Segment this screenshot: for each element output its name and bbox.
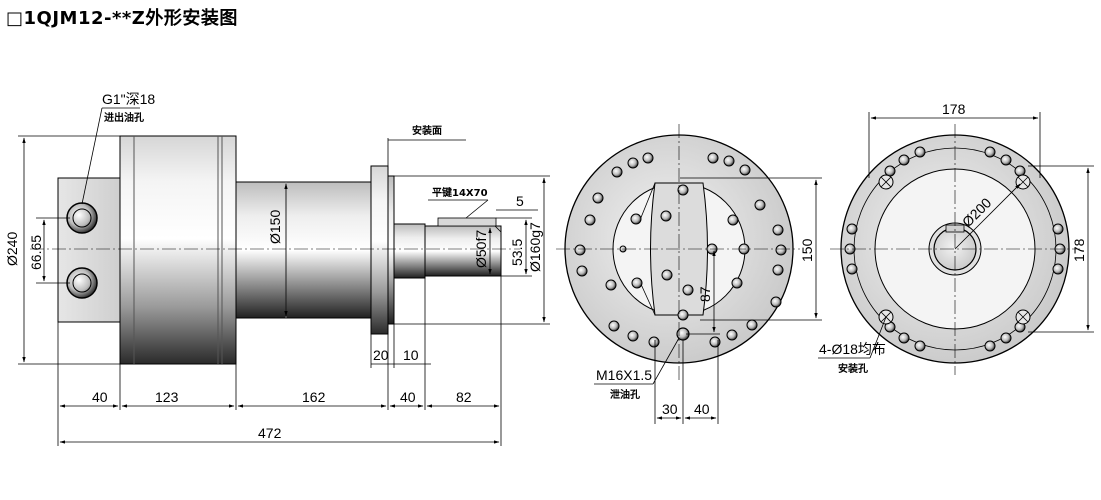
port-hole-lower	[66, 267, 98, 299]
dim-key-width: 5	[516, 193, 524, 209]
spigot	[387, 175, 395, 325]
side-view: Ø240 66.65 G1"深18 进出油孔 Ø150 安装面 平键14X70 …	[4, 91, 550, 446]
port-block	[57, 177, 121, 323]
mounting-holes-note: 4-Ø18均布	[819, 341, 886, 357]
dim-overall-len: 472	[258, 425, 282, 441]
port-label: 进出油孔	[104, 111, 144, 124]
drain-thread-note: M16X1.5	[596, 367, 652, 383]
dim-shaft-dia: Ø50f7	[473, 230, 489, 268]
rear-bolt-holes	[574, 152, 787, 348]
dim-key-height: 53.5	[509, 239, 525, 266]
front-bolt-holes	[844, 146, 1066, 352]
front-view: Ø200 178 178 4-Ø18均布 安装孔	[818, 101, 1094, 375]
dim-port-spacing: 66.65	[28, 235, 44, 270]
key-label: 平键14X70	[432, 186, 488, 199]
dim-rear-height: 150	[799, 238, 815, 262]
dim-overall-dia: Ø240	[4, 232, 20, 266]
motor-housing	[119, 135, 237, 365]
output-shaft	[393, 223, 426, 279]
dim-flange-thk: 20	[373, 347, 389, 363]
dim-len-a: 40	[92, 389, 108, 405]
dim-len-d: 40	[400, 389, 416, 405]
drain-label: 泄油孔	[610, 388, 640, 401]
dim-rear-offset-h1: 30	[662, 401, 678, 417]
mounting-flange	[370, 165, 389, 335]
drawing-title: □1QJM12-**Z外形安装图	[6, 8, 238, 29]
motor-body	[235, 181, 372, 319]
dim-front-width: 178	[942, 101, 966, 117]
dim-front-height: 178	[1071, 238, 1087, 262]
shaft-key	[437, 217, 497, 227]
dim-spigot-len: 10	[403, 347, 419, 363]
port-thread-note: G1"深18	[102, 91, 155, 107]
rear-view: 150 87 30 40 M16X1.5 泄油孔	[556, 124, 822, 424]
dim-rear-offset-v: 87	[697, 286, 713, 302]
dim-spigot-dia: Ø160g7	[527, 222, 543, 272]
mount-face-label: 安装面	[412, 124, 442, 137]
dim-len-c: 162	[302, 389, 326, 405]
port-hole-upper	[66, 202, 98, 234]
dim-len-e: 82	[456, 389, 472, 405]
dim-len-b: 123	[155, 389, 179, 405]
dim-body-dia: Ø150	[267, 210, 283, 244]
mounting-holes-sub: 安装孔	[838, 362, 868, 375]
dim-rear-offset-h2: 40	[694, 401, 710, 417]
